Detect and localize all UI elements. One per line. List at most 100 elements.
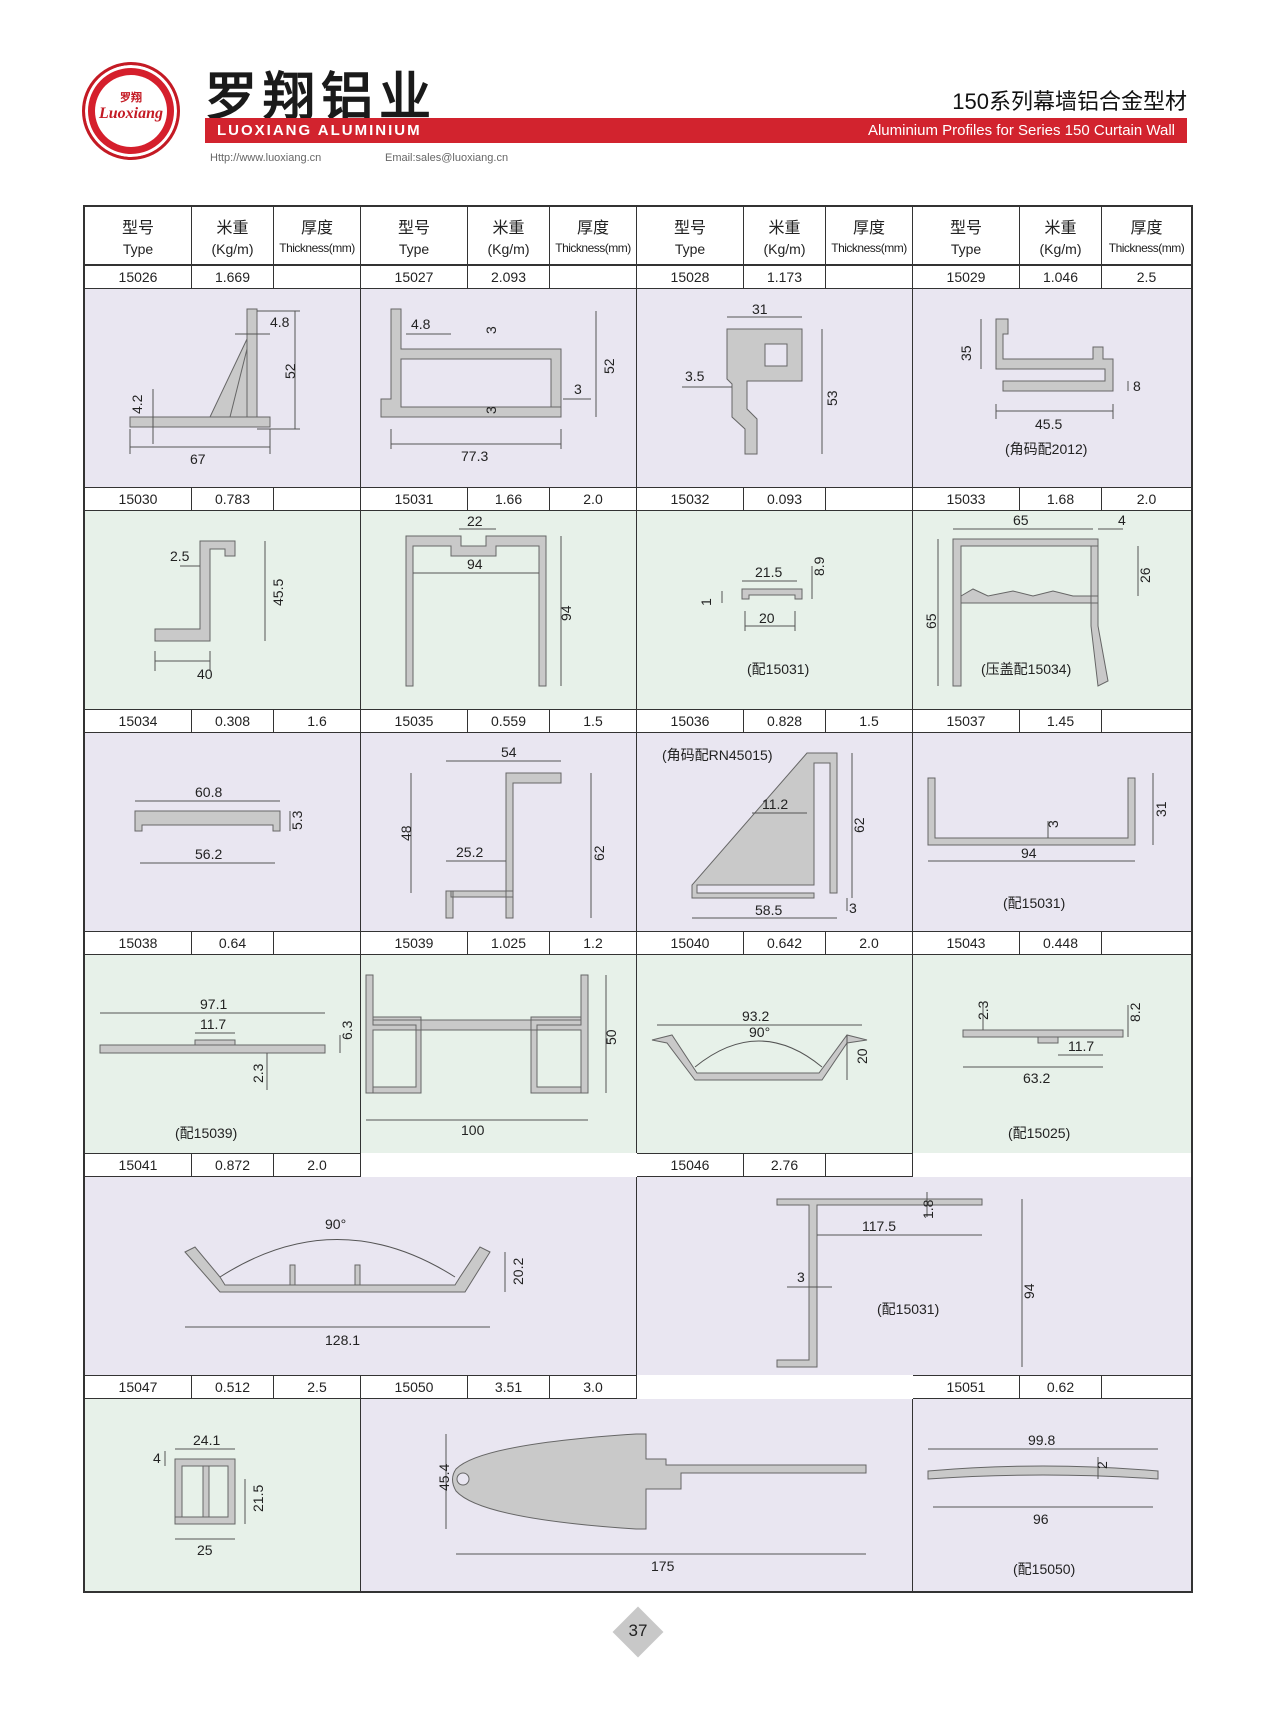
svg-text:21.5: 21.5	[755, 564, 782, 580]
svg-text:117.5: 117.5	[862, 1218, 896, 1234]
profile-15051-drawing: 99.8 2 96 (配15050)	[913, 1399, 1191, 1591]
svg-text:77.3: 77.3	[461, 448, 488, 464]
profile-15037-drawing: 94 31 3 (配15031)	[913, 733, 1191, 931]
svg-text:40: 40	[197, 666, 213, 682]
svg-text:1.8: 1.8	[920, 1199, 936, 1219]
logo-cn: 罗翔	[120, 92, 142, 104]
svg-text:96: 96	[1033, 1511, 1049, 1527]
svg-text:128.1: 128.1	[325, 1332, 360, 1348]
svg-text:97.1: 97.1	[200, 996, 227, 1012]
website-link[interactable]: Http://www.luoxiang.cn	[210, 152, 322, 164]
svg-text:26: 26	[1137, 567, 1153, 583]
svg-text:2.3: 2.3	[250, 1063, 266, 1083]
profile-15026-drawing: 4.8 52 4.2 67	[85, 289, 361, 487]
svg-text:4: 4	[1118, 512, 1126, 528]
svg-text:20.2: 20.2	[510, 1258, 526, 1285]
svg-text:58.5: 58.5	[755, 902, 782, 918]
profile-15046-drawing: 1.8 117.5 3 94 (配15031)	[637, 1177, 1191, 1375]
svg-text:4.8: 4.8	[411, 316, 431, 332]
svg-text:175: 175	[651, 1558, 675, 1574]
svg-text:62: 62	[591, 845, 607, 861]
profile-15038-drawing: 97.1 11.7 6.3 2.3 (配15039)	[85, 955, 361, 1153]
svg-text:4.2: 4.2	[129, 394, 145, 414]
profile-15030-drawing: 2.5 45.5 40	[85, 511, 361, 709]
profile-15043-drawing: 2.3 8.2 11.7 63.2 (配15025)	[913, 955, 1191, 1153]
svg-text:67: 67	[190, 451, 206, 467]
catalog-title-en: Aluminium Profiles for Series 150 Curtai…	[867, 122, 1175, 139]
profile-15050-drawing: 45.4 175	[361, 1399, 913, 1591]
svg-text:60.8: 60.8	[195, 784, 222, 800]
profile-15039-drawing: 50 100	[361, 955, 637, 1153]
profile-15031-drawing: 22 94 94	[361, 511, 637, 709]
svg-text:24.1: 24.1	[193, 1432, 220, 1448]
svg-text:11.7: 11.7	[1068, 1038, 1094, 1054]
svg-text:31: 31	[1153, 801, 1169, 817]
svg-text:63.2: 63.2	[1023, 1070, 1050, 1086]
svg-text:35: 35	[958, 345, 974, 361]
svg-text:45.5: 45.5	[270, 579, 286, 606]
svg-text:20: 20	[854, 1048, 870, 1064]
svg-text:21.5: 21.5	[250, 1485, 266, 1512]
profile-15036-drawing: 11.2 62 58.5 3 (角码配RN45015)	[637, 733, 913, 931]
svg-text:8.2: 8.2	[1127, 1002, 1143, 1022]
profile-15041-drawing: 90° 20.2 128.1	[85, 1177, 637, 1375]
profile-15029-drawing: 35 8 45.5 (角码配2012)	[913, 289, 1191, 487]
svg-text:94: 94	[1021, 845, 1037, 861]
svg-text:3: 3	[797, 1269, 805, 1285]
svg-text:4.8: 4.8	[270, 314, 290, 330]
svg-text:65: 65	[1013, 512, 1029, 528]
svg-text:11.7: 11.7	[200, 1016, 226, 1032]
brand-bar: LUOXIANG ALUMINIUM Aluminium Profiles fo…	[205, 118, 1187, 143]
svg-text:90°: 90°	[749, 1024, 770, 1040]
company-logo: 罗翔 Luoxiang	[82, 62, 180, 160]
svg-text:3.5: 3.5	[685, 368, 705, 384]
profile-15035-drawing: 54 48 25.2 62	[361, 733, 637, 931]
svg-text:1: 1	[698, 598, 714, 606]
svg-text:20: 20	[759, 610, 775, 626]
svg-text:3: 3	[1045, 820, 1061, 828]
svg-text:48: 48	[398, 825, 414, 841]
svg-text:65: 65	[923, 613, 939, 629]
page-header: 罗翔 Luoxiang 罗翔铝业 150系列幕墙铝合金型材 LUOXIANG A…	[0, 0, 1277, 180]
catalog-title-cn: 150系列幕墙铝合金型材	[952, 89, 1187, 114]
svg-text:99.8: 99.8	[1028, 1432, 1055, 1448]
brand-name-en: LUOXIANG ALUMINIUM	[217, 122, 422, 139]
svg-text:11.2: 11.2	[762, 796, 788, 812]
profile-15040-drawing: 93.2 90° 20	[637, 955, 913, 1153]
svg-text:90°: 90°	[325, 1216, 346, 1232]
svg-text:62: 62	[851, 817, 867, 833]
profile-15033-drawing: 65 4 26 65 (压盖配15034)	[913, 511, 1191, 709]
page-number: 37	[612, 1606, 664, 1658]
svg-text:52: 52	[601, 358, 617, 374]
svg-text:25: 25	[197, 1542, 213, 1558]
svg-text:93.2: 93.2	[742, 1008, 769, 1024]
svg-text:4: 4	[153, 1450, 161, 1466]
svg-text:45.4: 45.4	[436, 1464, 452, 1491]
svg-text:94: 94	[1021, 1283, 1037, 1299]
svg-text:8.9: 8.9	[811, 556, 827, 576]
svg-text:3: 3	[574, 381, 582, 397]
svg-text:100: 100	[461, 1122, 485, 1138]
svg-text:45.5: 45.5	[1035, 416, 1062, 432]
svg-text:3: 3	[849, 900, 857, 916]
svg-text:25.2: 25.2	[456, 844, 483, 860]
logo-en: Luoxiang	[98, 105, 163, 122]
svg-text:2.3: 2.3	[975, 1000, 991, 1020]
email-link[interactable]: Email:sales@luoxiang.cn	[385, 152, 509, 164]
svg-text:2: 2	[1094, 1461, 1110, 1469]
profile-15034-drawing: 60.8 5.3 56.2	[85, 733, 361, 931]
svg-text:22: 22	[467, 513, 483, 529]
svg-text:54: 54	[501, 744, 517, 760]
profile-15028-drawing: 31 3.5 53	[637, 289, 913, 487]
svg-text:6.3: 6.3	[339, 1020, 355, 1040]
svg-text:3: 3	[483, 326, 499, 334]
svg-text:56.2: 56.2	[195, 846, 222, 862]
